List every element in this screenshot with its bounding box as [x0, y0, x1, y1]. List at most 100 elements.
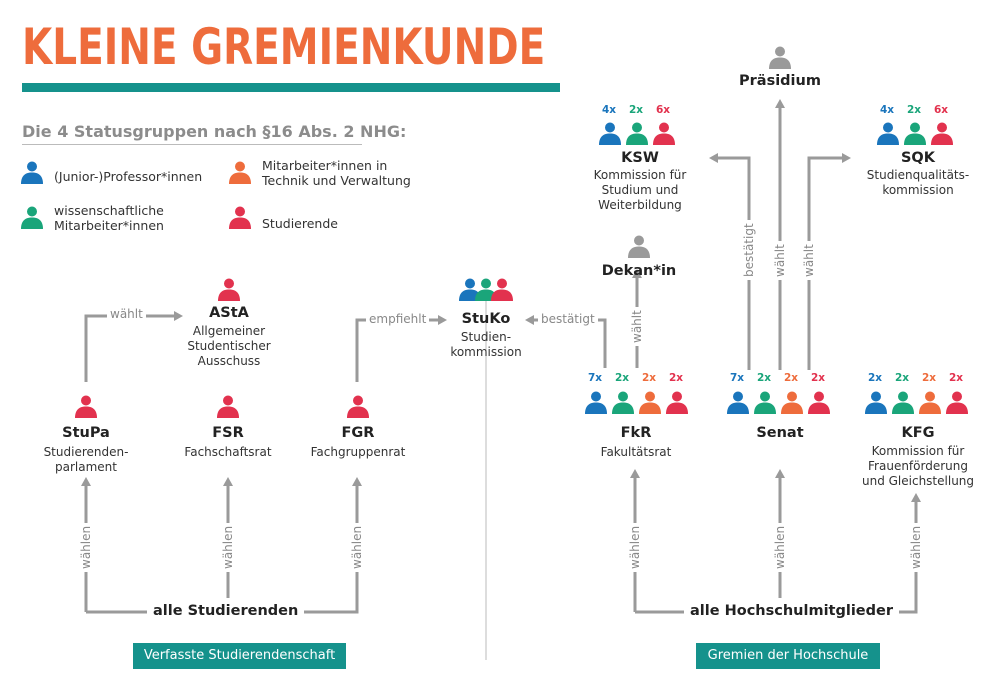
fsr-title: FSR [212, 425, 244, 441]
label-senat-waehlen: wählen [773, 522, 787, 572]
stuko-title: StuKo [461, 311, 511, 327]
stupa-title: StuPa [62, 425, 110, 441]
praesidium-person-icon [768, 45, 792, 73]
sqk-count-professor: 4x [879, 104, 895, 116]
fkr-count-professor: 7x [587, 372, 603, 384]
edge-senat-sqk [807, 153, 851, 370]
senat-count-professor: 7x [729, 372, 745, 384]
kfg-icon-student [945, 390, 969, 418]
kfg-subtitle: Kommission für Frauenförderung und Gleic… [861, 444, 975, 488]
ksw-title: KSW [621, 150, 659, 166]
fgr-subtitle: Fachgruppenrat [310, 445, 406, 459]
ksw-icon-professor [598, 121, 622, 149]
fkr-icon-mtv [638, 390, 662, 418]
stuko-subtitle: Studien- kommission [450, 330, 522, 359]
stuko-person-icon-student [490, 277, 514, 305]
heading-underline [22, 144, 362, 145]
kfg-count-mtv: 2x [921, 372, 937, 384]
kfg-count-professor: 2x [867, 372, 883, 384]
legend-icon-wiss [20, 205, 44, 233]
ksw-subtitle: Kommission für Studium und Weiterbildung [593, 168, 687, 212]
senat-count-student: 2x [810, 372, 826, 384]
stupa-person-icon [74, 394, 98, 422]
all-students-label: alle Studierenden [147, 603, 305, 619]
ksw-count-professor: 4x [601, 104, 617, 116]
label-dekan-waehlt: wählt [630, 307, 644, 346]
senat-icon-student [807, 390, 831, 418]
label-kfg-waehlen: wählen [909, 522, 923, 572]
label-fkr-waehlen: wählen [628, 522, 642, 572]
kfg-icon-mtv [918, 390, 942, 418]
kfg-count-student: 2x [948, 372, 964, 384]
fkr-title: FkR [620, 425, 652, 441]
sqk-title: SQK [900, 150, 935, 166]
fkr-count-mtv: 2x [641, 372, 657, 384]
sqk-icon-professor [876, 121, 900, 149]
label-fgr-waehlen: wählen [350, 522, 364, 572]
title-underline [22, 83, 560, 92]
sqk-icon-wiss [903, 121, 927, 149]
fgr-title: FGR [341, 425, 375, 441]
fkr-icon-student [665, 390, 689, 418]
senat-members: 7x 2x 2x 2x [726, 372, 836, 417]
sqk-count-wiss: 2x [906, 104, 922, 116]
ksw-count-wiss: 2x [628, 104, 644, 116]
asta-subtitle: Allgemeiner Studentischer Ausschuss [187, 324, 271, 368]
label-stupa-waehlen: wählen [79, 522, 93, 572]
asta-person-icon [217, 277, 241, 305]
label-praesidium-waehlt: wählt [773, 241, 787, 280]
kfg-icon-wiss [891, 390, 915, 418]
label-stupa-waehlt: wählt [107, 307, 146, 321]
senat-title: Senat [756, 425, 804, 441]
sqk-count-student: 6x [933, 104, 949, 116]
ksw-members: 4x 2x 6x [598, 104, 682, 146]
sqk-icon-student [930, 121, 954, 149]
fkr-icon-professor [584, 390, 608, 418]
kfg-icon-professor [864, 390, 888, 418]
fkr-count-wiss: 2x [614, 372, 630, 384]
label-fkr-bestaetigt: bestätigt [538, 312, 598, 326]
statusgruppen-heading: Die 4 Statusgruppen nach §16 Abs. 2 NHG: [22, 122, 407, 141]
stupa-subtitle: Studierenden- parlament [43, 445, 129, 474]
sqk-members: 4x 2x 6x [876, 104, 960, 146]
dekan-title: Dekan*in [601, 263, 677, 279]
fgr-person-icon [346, 394, 370, 422]
legend-label-student: Studierende [262, 216, 338, 231]
edge-senat-ksw [709, 153, 751, 370]
label-ksw-bestaetigt: bestätigt [742, 220, 756, 280]
fsr-subtitle: Fachschaftsrat [184, 445, 272, 459]
sqk-subtitle: Studienqualitäts- kommission [866, 168, 970, 197]
edge-stupa-asta [84, 311, 183, 382]
ksw-count-student: 6x [655, 104, 671, 116]
page-title: KLEINE GREMIENKUNDE [22, 18, 546, 76]
senat-icon-mtv [780, 390, 804, 418]
ksw-icon-student [652, 121, 676, 149]
legend-icon-mtv [228, 160, 252, 188]
asta-title: AStA [209, 305, 249, 321]
legend-label-mtv: Mitarbeiter*innen in Technik und Verwalt… [262, 158, 411, 188]
legend-icon-professor [20, 160, 44, 188]
label-fgr-empfiehlt: empfiehlt [366, 312, 430, 326]
dekan-person-icon [627, 234, 651, 262]
legend-icon-student [228, 205, 252, 233]
legend-label-professor: (Junior-)Professor*innen [54, 169, 203, 184]
label-sqk-waehlt: wählt [802, 241, 816, 280]
senat-count-wiss: 2x [756, 372, 772, 384]
all-members-label: alle Hochschulmitglieder [684, 603, 899, 619]
fsr-person-icon [216, 394, 240, 422]
senat-icon-wiss [753, 390, 777, 418]
kfg-title: KFG [901, 425, 935, 441]
praesidium-title: Präsidium [739, 73, 821, 89]
kfg-members: 2x 2x 2x 2x [864, 372, 974, 417]
senat-count-mtv: 2x [783, 372, 799, 384]
section-badge-studierendenschaft: Verfasste Studierendenschaft [133, 643, 346, 669]
ksw-icon-wiss [625, 121, 649, 149]
fkr-members: 7x 2x 2x 2x [584, 372, 694, 417]
fkr-subtitle: Fakultätsrat [600, 445, 672, 459]
label-fsr-waehlen: wählen [221, 522, 235, 572]
fkr-icon-wiss [611, 390, 635, 418]
fkr-count-student: 2x [668, 372, 684, 384]
legend-label-wiss: wissenschaftliche Mitarbeiter*innen [54, 203, 164, 233]
section-badge-hochschule: Gremien der Hochschule [696, 643, 880, 669]
